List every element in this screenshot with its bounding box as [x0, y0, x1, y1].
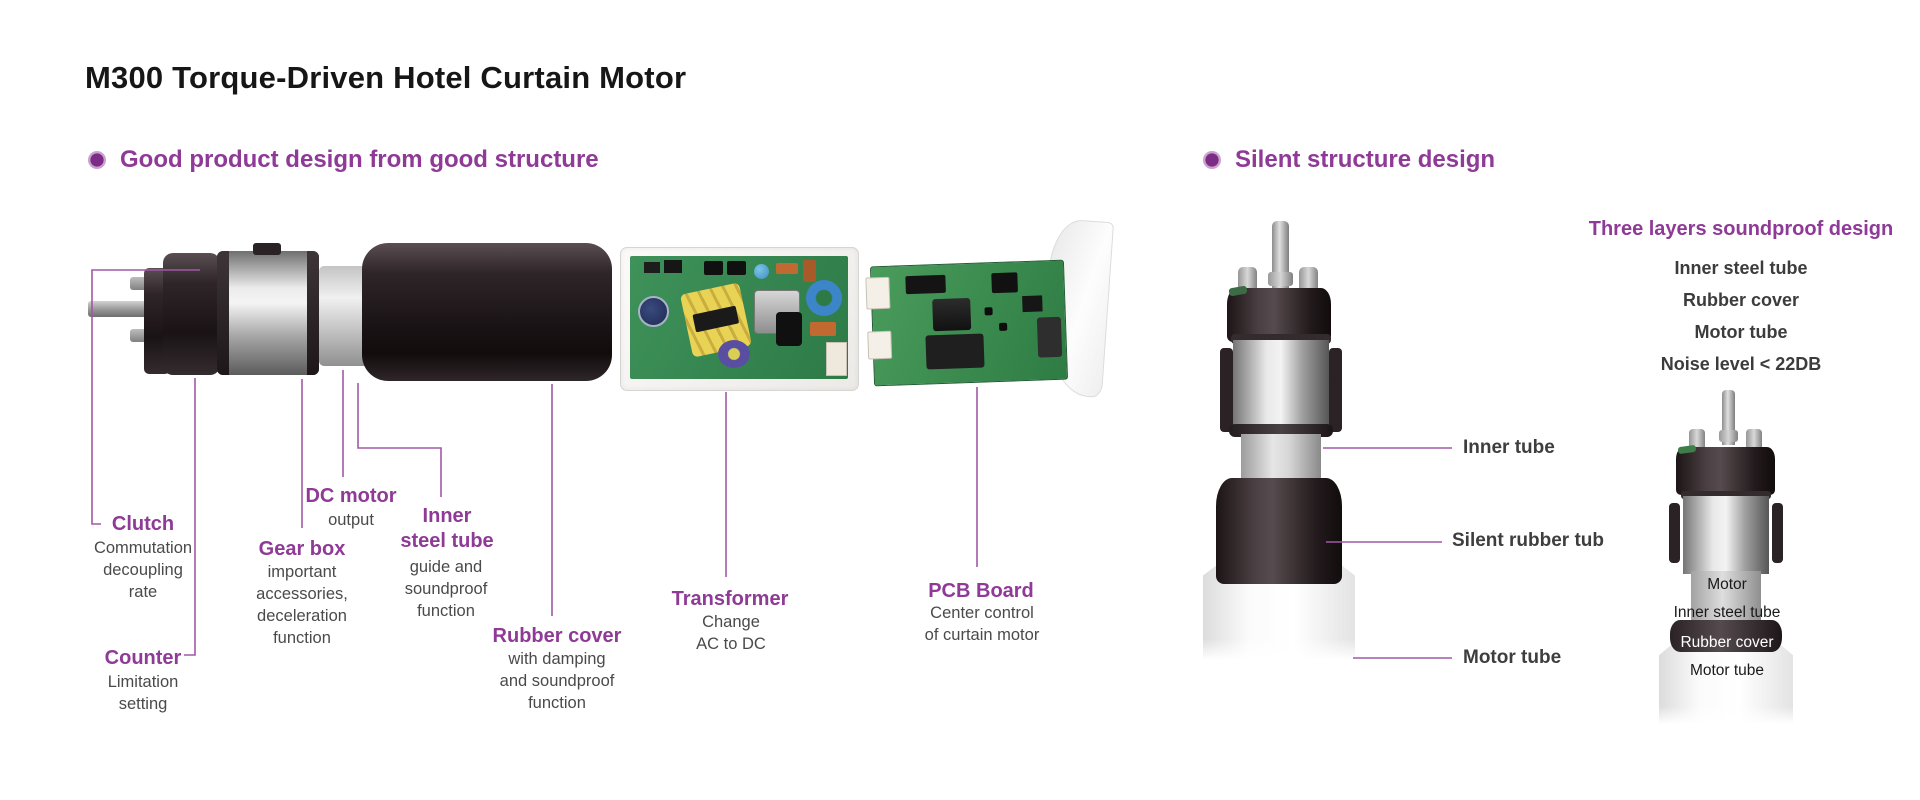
left-section-title: Good product design from good structure [120, 146, 599, 173]
big-motor-inner-tube-graphic [1241, 434, 1321, 484]
pcb-component [718, 340, 750, 368]
small-motor-side-tab-graphic [1669, 503, 1680, 563]
part-desc-dc-motor: output [328, 511, 374, 529]
soundproof-item: Rubber cover [1682, 290, 1800, 310]
right-section-title: Silent structure design [1235, 146, 1496, 173]
right-section-header: Silent structure design [1203, 146, 1495, 174]
soundproof-item: Motor tube [1694, 322, 1788, 342]
pcb-component [704, 261, 723, 275]
big-motor-pin-graphic [1238, 267, 1257, 291]
gearbox-mount-nub [253, 243, 281, 255]
part-desc-pcb-board: Center control of curtain motor [924, 604, 1040, 644]
part-label-gearbox: Gear box [258, 538, 346, 560]
part-desc-inner-steel-tube: guide and soundproof function [404, 558, 488, 620]
pcb-component [991, 272, 1018, 294]
big-motor-body-graphic [1233, 340, 1329, 430]
big-motor-cap-graphic [1227, 288, 1331, 342]
part-desc-counter: Limitation setting [107, 673, 179, 713]
leader-inner-steel-tube [357, 383, 442, 497]
pcb-component [925, 333, 985, 370]
pcb-component [692, 305, 740, 333]
pcb-component [754, 264, 769, 279]
left-section-header: Good product design from good structure [88, 146, 599, 174]
gearbox-rim [217, 251, 229, 375]
pcb-component [905, 274, 946, 295]
small-motor-lip-graphic [1681, 491, 1771, 499]
part-label-clutch: Clutch [111, 513, 175, 535]
big-motor-rubber-cylinder-graphic [1216, 478, 1342, 584]
part-desc-transformer: Change AC to DC [696, 613, 766, 653]
small-motor-shaft-step-graphic [1719, 430, 1738, 442]
soundproof-feature-block: Three layers soundproof design Inner ste… [1565, 218, 1917, 380]
big-motor-side-tab-graphic [1329, 348, 1342, 432]
small-motor-white-tube-graphic [1659, 644, 1793, 724]
small-motor-pin-graphic [1746, 429, 1762, 448]
leader-counter [184, 378, 196, 656]
part-label-counter: Counter [104, 647, 182, 669]
small-motor-pin-graphic [1689, 429, 1705, 448]
control-pcb-graphic [865, 259, 1069, 387]
pcb-component [826, 342, 847, 376]
pcb-component [776, 312, 802, 346]
part-label-pcb-board: PCB Board [928, 580, 1034, 602]
mini-label-motor-tube: Motor tube [1689, 662, 1765, 679]
pcb-component [664, 260, 682, 273]
pcb-component [865, 276, 891, 310]
soundproof-item: Inner steel tube [1674, 258, 1808, 278]
pcb-component [803, 260, 816, 282]
soundproof-item: Noise level < 22DB [1660, 354, 1822, 374]
mini-label-rubber-cover: Rubber cover [1680, 634, 1774, 651]
callout-silent-rubber-tub: Silent rubber tub [1452, 530, 1604, 551]
part-label-dc-motor: DC motor [305, 485, 397, 507]
small-motor-steel-tube-graphic [1691, 571, 1761, 625]
part-label-inner-steel-tube: Inner steel tube [400, 505, 494, 552]
pcb-component [1036, 316, 1063, 358]
pcb-component [776, 263, 798, 274]
motor-tube-cylinder-graphic [362, 243, 612, 381]
pcb-component [932, 297, 972, 332]
part-desc-gearbox: important accessories, deceleration func… [256, 563, 348, 647]
bullet-icon [88, 151, 106, 169]
mini-label-motor: Motor [1707, 576, 1747, 593]
pcb-component [727, 261, 746, 275]
bullet-icon [1203, 151, 1221, 169]
transformer-pcb-graphic [630, 256, 848, 379]
callout-motor-tube: Motor tube [1463, 647, 1562, 668]
pcb-component [638, 296, 669, 327]
small-motor-cap-graphic [1676, 447, 1775, 495]
big-motor-ring-graphic [1229, 424, 1333, 437]
part-label-transformer: Transformer [671, 588, 789, 610]
part-label-rubber-cover: Rubber cover [492, 625, 622, 647]
small-motor-rubber-ring-graphic [1670, 620, 1782, 652]
big-motor-side-tab-graphic [1220, 348, 1233, 432]
part-desc-clutch: Commutation decoupling rate [93, 539, 193, 601]
pcb-component [999, 322, 1008, 331]
page-title: M300 Torque-Driven Hotel Curtain Motor [85, 60, 687, 95]
pcb-component [984, 307, 993, 316]
soundproof-title: Three layers soundproof design [1588, 218, 1894, 240]
transformer-tray-graphic [620, 247, 859, 391]
callout-inner-tube: Inner tube [1463, 437, 1555, 458]
pcb-component [806, 280, 842, 316]
part-desc-rubber-cover: with damping and soundproof function [499, 650, 615, 712]
pcb-component [867, 330, 893, 360]
gearbox-rim [307, 251, 319, 375]
small-motor-body-graphic [1683, 496, 1769, 574]
big-motor-shaft-step-graphic [1268, 272, 1293, 286]
pcb-component [1022, 295, 1043, 313]
mini-label-inner-steel-tube: Inner steel tube [1673, 604, 1781, 621]
gearbox-graphic [217, 243, 319, 375]
clutch-body-graphic [163, 253, 220, 375]
big-motor-pin-graphic [1299, 267, 1318, 291]
small-motor-side-tab-graphic [1772, 503, 1783, 563]
pcb-component [644, 262, 660, 273]
pcb-component [810, 322, 836, 336]
big-motor-lip-graphic [1231, 334, 1331, 344]
